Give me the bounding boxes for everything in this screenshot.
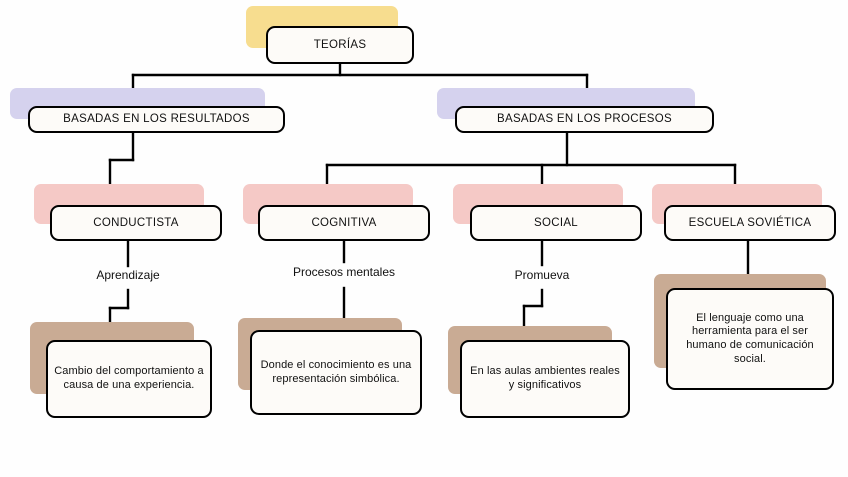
edge-label-promueva: Promueva — [482, 268, 602, 282]
node-leaf-conocimiento[interactable]: Donde el conocimiento es una representac… — [250, 330, 422, 415]
node-leaf-lenguaje-label: El lenguaje como una herramienta para el… — [686, 311, 814, 365]
node-conductista-label: CONDUCTISTA — [93, 216, 179, 229]
node-leaf-aulas-label: En las aulas ambientes reales y signific… — [470, 365, 620, 391]
node-social-label: SOCIAL — [534, 216, 578, 229]
edge-label-procesos-mentales: Procesos mentales — [264, 265, 424, 279]
edge-label-aprendizaje: Aprendizaje — [58, 268, 198, 282]
node-social[interactable]: SOCIAL — [470, 205, 642, 241]
node-basadas-resultados-label: BASADAS EN LOS RESULTADOS — [63, 113, 250, 126]
node-leaf-cambio-label: Cambio del comportamiento a causa de una… — [54, 365, 204, 391]
edge-label-aprendizaje-text: Aprendizaje — [96, 268, 160, 282]
edge-label-promueva-text: Promueva — [514, 268, 570, 282]
node-escuela-sovietica-label: ESCUELA SOVIÉTICA — [688, 216, 812, 229]
edge-label-procesos-mentales-text: Procesos mentales — [292, 265, 396, 279]
node-teorias-label: TEORÍAS — [313, 38, 367, 51]
node-leaf-cambio[interactable]: Cambio del comportamiento a causa de una… — [46, 340, 212, 418]
node-basadas-resultados[interactable]: BASADAS EN LOS RESULTADOS — [28, 106, 285, 133]
node-leaf-lenguaje[interactable]: El lenguaje como una herramienta para el… — [666, 288, 834, 390]
node-leaf-aulas[interactable]: En las aulas ambientes reales y signific… — [460, 340, 630, 418]
node-cognitiva[interactable]: COGNITIVA — [258, 205, 430, 241]
node-conductista[interactable]: CONDUCTISTA — [50, 205, 222, 241]
node-basadas-procesos-label: BASADAS EN LOS PROCESOS — [497, 113, 672, 126]
node-basadas-procesos[interactable]: BASADAS EN LOS PROCESOS — [455, 106, 714, 133]
node-cognitiva-label: COGNITIVA — [311, 216, 377, 229]
node-teorias[interactable]: TEORÍAS — [266, 26, 414, 64]
node-leaf-conocimiento-label: Donde el conocimiento es una representac… — [260, 358, 412, 385]
node-escuela-sovietica[interactable]: ESCUELA SOVIÉTICA — [664, 205, 836, 241]
